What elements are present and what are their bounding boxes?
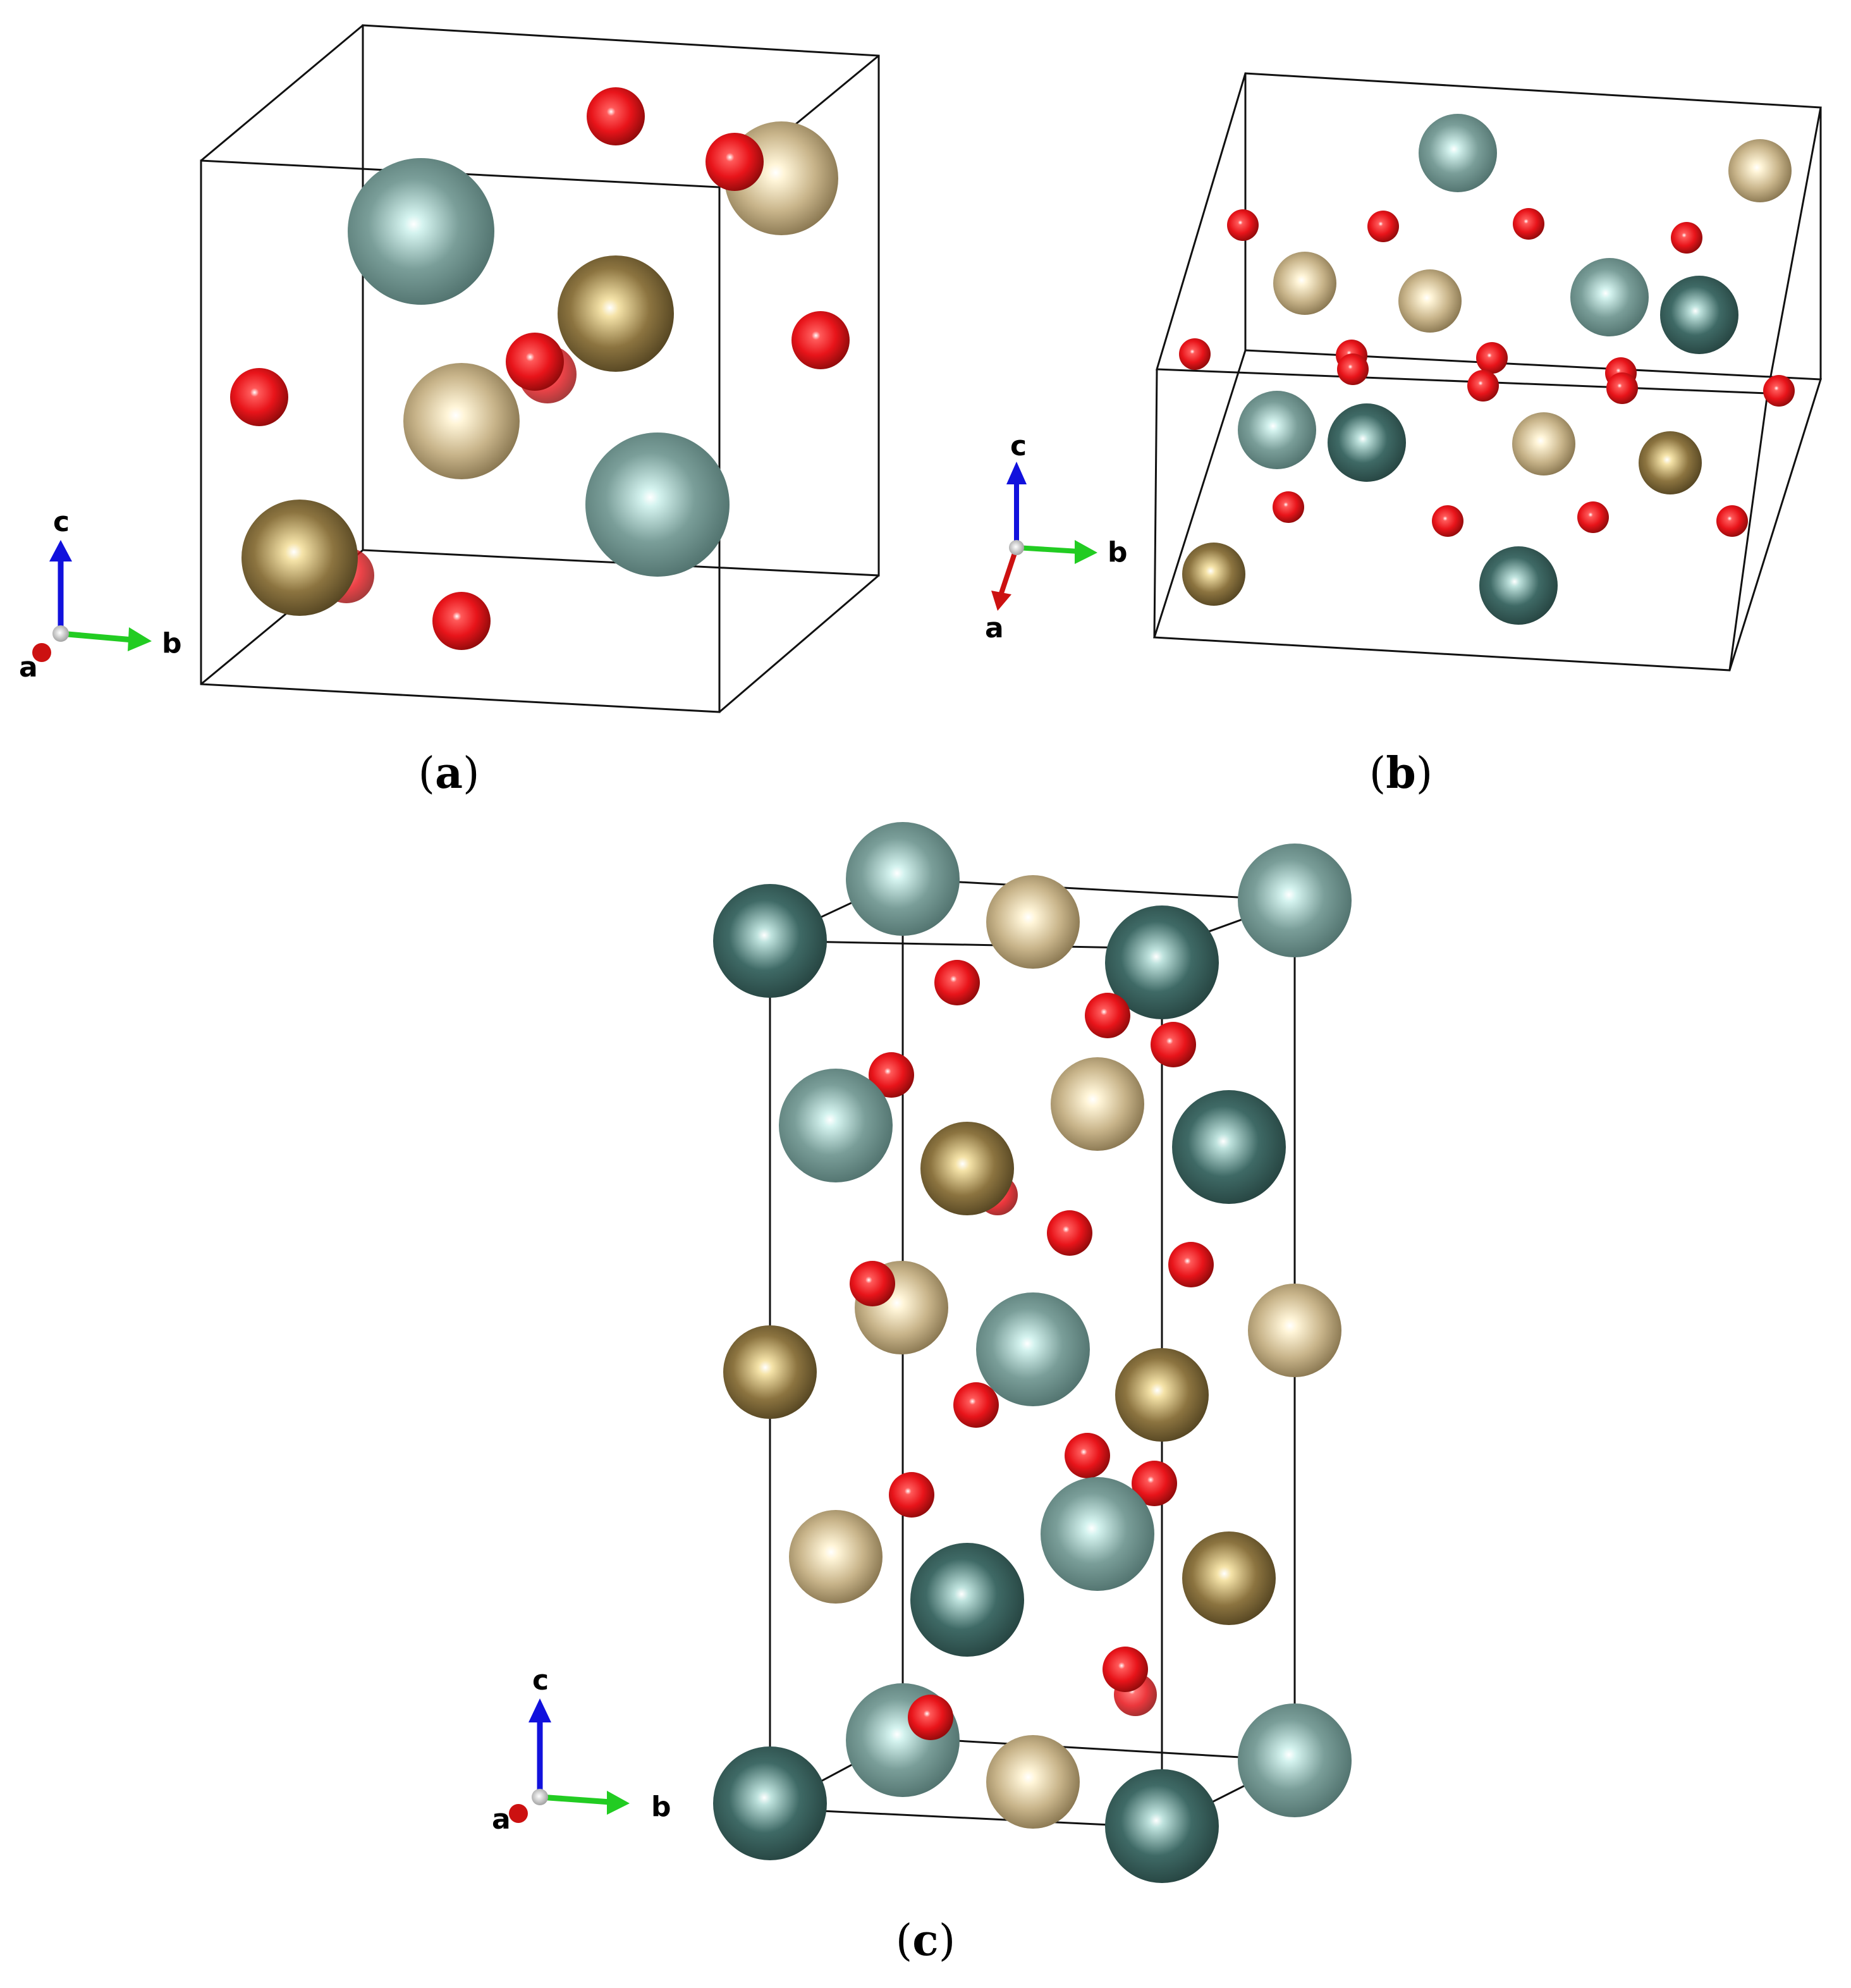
gold-atom	[1182, 543, 1245, 606]
oxygen-atom	[1168, 1242, 1214, 1287]
panel-c: c b a (c)	[492, 822, 1352, 1966]
atoms	[230, 87, 850, 650]
panel-caption-b: (b)	[1369, 748, 1433, 799]
oxygen-atom	[1132, 1461, 1177, 1506]
teal-atom	[1238, 844, 1352, 957]
oxygen-atom	[1513, 208, 1544, 240]
oxygen-atom	[506, 333, 564, 391]
oxygen-atom	[587, 87, 645, 145]
axis-indicator: c b a	[985, 430, 1128, 644]
panel-b: c b a (b)	[985, 72, 1823, 799]
oxygen-atom	[1227, 209, 1259, 241]
teal-atom	[779, 1069, 893, 1182]
gold-atom	[1248, 1284, 1341, 1377]
teal-atom	[1041, 1477, 1154, 1591]
teal-atom	[1328, 403, 1406, 482]
oxygen-atom	[1179, 338, 1211, 370]
oxygen-atom	[934, 960, 980, 1005]
teal-atom	[1660, 276, 1738, 354]
teal-atom	[1105, 905, 1219, 1019]
gold-atom	[1182, 1531, 1276, 1625]
panel-a: c b a (a)	[19, 24, 880, 799]
gold-atom	[920, 1122, 1014, 1215]
teal-atom	[348, 158, 494, 305]
oxygen-atom	[1467, 370, 1499, 402]
oxygen-atom	[1151, 1022, 1196, 1067]
oxygen-atom	[1273, 491, 1304, 523]
axis-label-b: b	[1108, 536, 1128, 568]
oxygen-atom	[1432, 505, 1463, 537]
gold-atom	[1398, 269, 1462, 333]
axis-label-b: b	[651, 1791, 671, 1823]
oxygen-atom	[1103, 1647, 1148, 1692]
gold-atom	[1639, 431, 1702, 494]
oxygen-atom	[889, 1472, 934, 1518]
axis-indicator: c b a	[492, 1664, 671, 1836]
unit-cell-edges	[200, 24, 880, 713]
atoms	[1179, 114, 1795, 625]
oxygen-atom	[1085, 993, 1130, 1038]
axis-label-a: a	[19, 651, 38, 684]
oxygen-atom	[850, 1261, 895, 1306]
oxygen-atom	[908, 1695, 953, 1740]
oxygen-atom	[706, 133, 764, 191]
oxygen-atom	[1047, 1210, 1092, 1256]
oxygen-atom	[432, 592, 491, 650]
teal-atom	[846, 822, 960, 936]
oxygen-atom	[1763, 375, 1795, 407]
gold-atom	[1051, 1057, 1144, 1151]
teal-atom	[1238, 391, 1316, 469]
oxygen-atom	[1337, 353, 1369, 385]
oxygen-atom	[1606, 372, 1638, 404]
gold-atom	[1512, 412, 1575, 476]
oxygen-atom	[869, 1052, 914, 1098]
teal-atom	[713, 1746, 827, 1860]
teal-atom	[976, 1292, 1090, 1406]
axis-label-b: b	[162, 627, 182, 660]
panel-caption-a: (a)	[418, 748, 479, 799]
teal-atom	[1238, 1703, 1352, 1817]
oxygen-atom	[1716, 505, 1748, 537]
atoms	[713, 822, 1352, 1883]
teal-atom	[1570, 258, 1649, 336]
gold-atom	[1728, 139, 1792, 202]
gold-atom	[789, 1510, 883, 1604]
oxygen-atom	[1065, 1433, 1110, 1478]
teal-atom	[713, 884, 827, 998]
teal-atom	[1479, 546, 1558, 625]
oxygen-atom	[1367, 211, 1399, 242]
gold-atom	[986, 875, 1080, 969]
oxygen-atom	[230, 368, 288, 426]
gold-atom	[1273, 252, 1336, 315]
axis-label-c: c	[53, 506, 70, 538]
teal-atom	[585, 433, 730, 577]
gold-atom	[723, 1325, 817, 1419]
gold-atom	[241, 500, 358, 616]
axis-label-a: a	[492, 1803, 511, 1836]
axis-indicator: c b a	[19, 506, 182, 684]
axis-label-c: c	[532, 1664, 549, 1697]
oxygen-atom	[1671, 222, 1702, 254]
teal-atom	[1419, 114, 1497, 192]
oxygen-atom	[1476, 342, 1508, 374]
axis-label-c: c	[1010, 430, 1027, 462]
oxygen-atom	[953, 1382, 999, 1428]
panel-caption-c: (c)	[896, 1915, 955, 1966]
teal-atom	[1172, 1090, 1286, 1204]
oxygen-atom	[791, 311, 850, 369]
teal-atom	[910, 1543, 1024, 1657]
gold-atom	[1115, 1348, 1209, 1442]
gold-atom	[986, 1735, 1080, 1829]
axis-label-a: a	[985, 612, 1004, 644]
oxygen-atom	[1577, 501, 1609, 533]
gold-atom	[403, 363, 520, 479]
teal-atom	[1105, 1769, 1219, 1883]
gold-atom	[558, 255, 674, 372]
